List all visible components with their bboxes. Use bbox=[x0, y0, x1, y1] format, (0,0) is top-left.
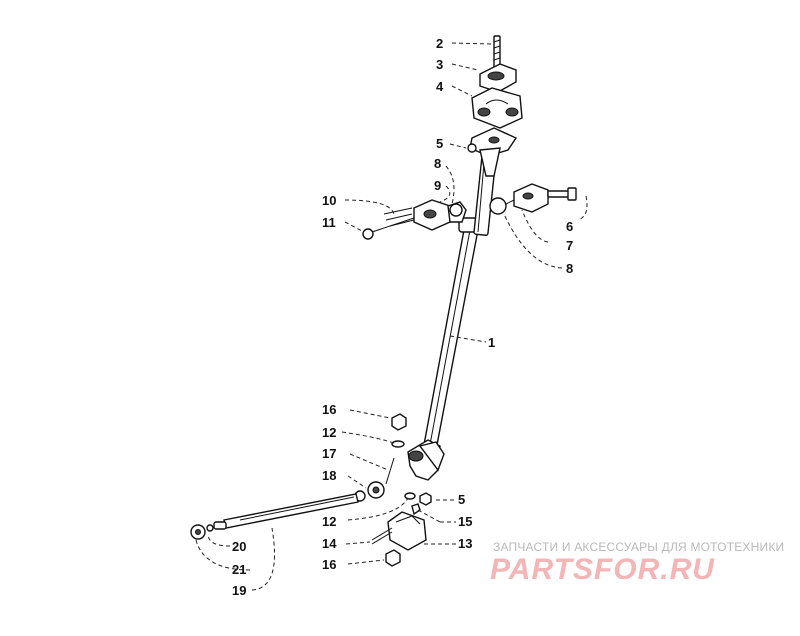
lower-steering-arm bbox=[407, 439, 445, 481]
upper-nut bbox=[467, 143, 477, 153]
callout-11: 11 bbox=[322, 215, 336, 230]
handlebar-clamp bbox=[471, 87, 523, 129]
callout-15: 15 bbox=[458, 514, 472, 529]
bearing-block bbox=[387, 511, 427, 551]
upper-clamp-cap bbox=[479, 63, 517, 93]
watermark-tagline: ЗАПЧАСТИ И АКСЕССУАРЫ ДЛЯ МОТОТЕХНИКИ bbox=[493, 540, 785, 554]
tie-rod bbox=[223, 493, 359, 529]
block-bolt bbox=[371, 527, 393, 545]
right-bolt bbox=[547, 187, 577, 201]
watermark-logo: PARTSFOR.RU bbox=[490, 553, 715, 586]
callout-2: 2 bbox=[436, 36, 443, 51]
callout-3: 3 bbox=[436, 57, 443, 72]
upper-washer bbox=[391, 440, 405, 448]
lower-lock-nut bbox=[385, 549, 401, 567]
callout-8: 8 bbox=[434, 156, 441, 171]
left-nut bbox=[362, 228, 374, 240]
callout-5: 5 bbox=[436, 136, 443, 151]
callout-19: 19 bbox=[232, 583, 246, 598]
callout-12: 12 bbox=[322, 425, 336, 440]
callout-9: 9 bbox=[434, 178, 441, 193]
left-bushing bbox=[449, 203, 463, 217]
lower-washer bbox=[404, 492, 416, 500]
callout-16b: 16 bbox=[322, 557, 336, 572]
callout-12b: 12 bbox=[322, 514, 336, 529]
lower-nut bbox=[419, 492, 432, 506]
callout-17: 17 bbox=[322, 446, 336, 461]
callout-1: 1 bbox=[488, 335, 495, 350]
callout-10: 10 bbox=[322, 193, 336, 208]
callout-18: 18 bbox=[322, 468, 336, 483]
right-bushing bbox=[489, 197, 507, 215]
outer-tie-rod-end bbox=[190, 521, 227, 540]
callout-6: 6 bbox=[566, 219, 573, 234]
callout-8b: 8 bbox=[566, 261, 573, 276]
callout-7: 7 bbox=[566, 238, 573, 253]
callout-4: 4 bbox=[436, 79, 444, 94]
callout-14: 14 bbox=[322, 536, 337, 551]
top-bolt bbox=[493, 35, 501, 69]
parts-illustration bbox=[190, 35, 577, 567]
tie-rod-end bbox=[354, 481, 385, 502]
stud bbox=[385, 457, 395, 485]
callout-16: 16 bbox=[322, 402, 336, 417]
spacer-washer bbox=[411, 503, 421, 516]
right-bushing-block bbox=[505, 183, 549, 213]
callout-13: 13 bbox=[458, 536, 472, 551]
callout-21: 21 bbox=[232, 562, 246, 577]
upper-lock-nut bbox=[391, 413, 407, 431]
top-flange bbox=[469, 127, 518, 177]
callout-5b: 5 bbox=[458, 492, 465, 507]
callout-20: 20 bbox=[232, 539, 246, 554]
leader-lines bbox=[195, 42, 588, 591]
callout-labels: 2 3 4 5 8 9 10 11 6 7 8 1 16 12 17 18 12… bbox=[232, 36, 573, 598]
